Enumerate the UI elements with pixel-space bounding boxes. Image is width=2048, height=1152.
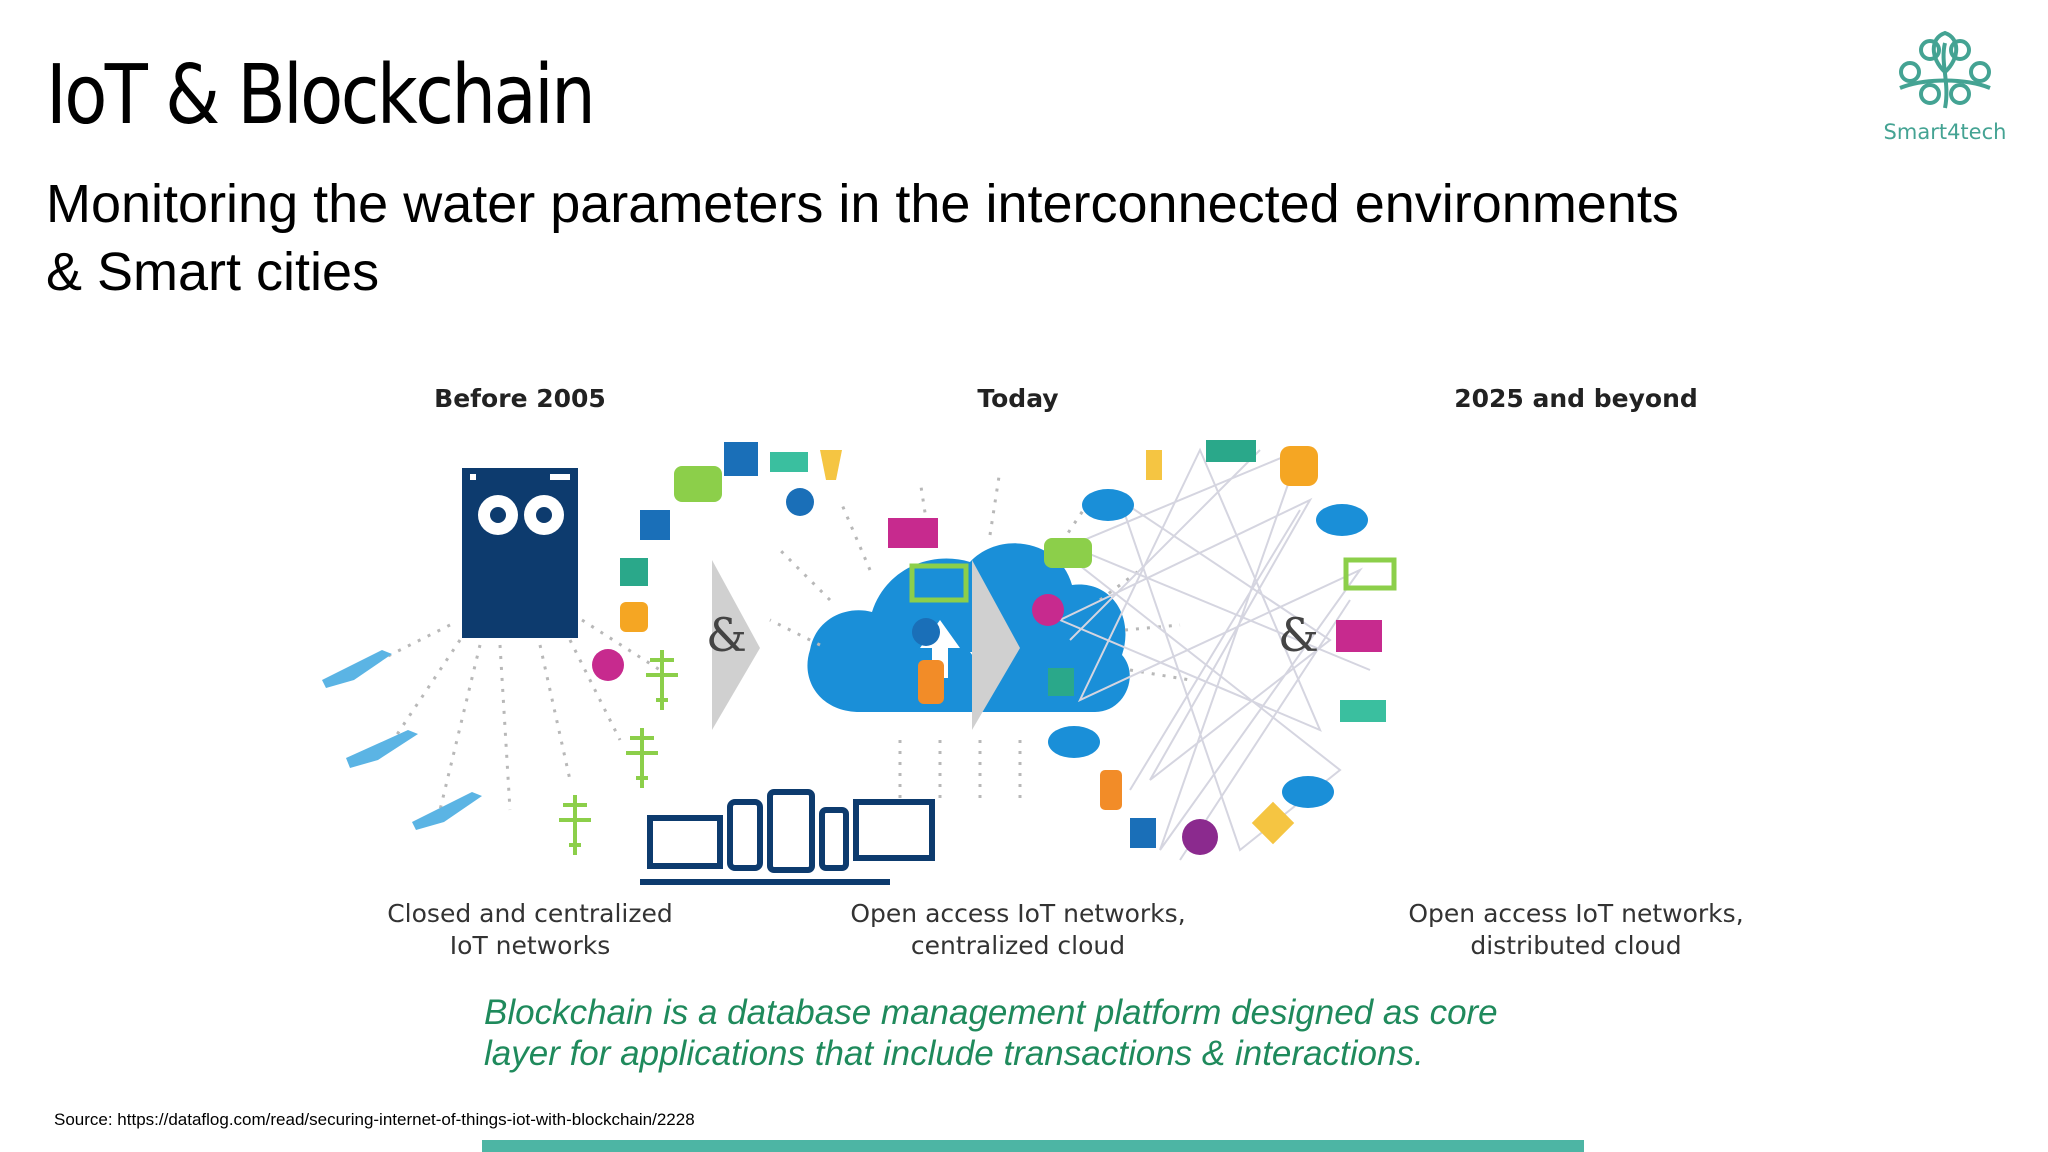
source-citation: Source: https://dataflog.com/read/securi… [54,1110,695,1129]
caption-line: IoT networks [449,931,611,960]
caption-before-2005: Closed and centralized IoT networks [320,898,740,962]
note-line-1: Blockchain is a database management plat… [484,993,1498,1032]
distributed-node-icons [1032,440,1397,855]
ampersand-2: & [1278,608,1319,662]
blockchain-note: Blockchain is a database management plat… [484,992,1784,1074]
caption-today: Open access IoT networks, centralized cl… [808,898,1228,962]
column-title-2025: 2025 and beyond [1454,384,1698,413]
logo-text: Smart4tech [1883,120,2007,144]
column-title-today: Today [977,384,1059,413]
computer-devices-icons [640,789,935,885]
power-tower-icons [559,650,678,855]
mesh-network [1057,447,1371,861]
caption-line: Open access IoT networks, [850,899,1186,928]
caption-line: centralized cloud [910,931,1126,960]
iot-evolution-diagram [322,440,1397,885]
subtitle-line-1: Monitoring the water parameters in the i… [46,174,1679,234]
note-line-2: layer for applications that include tran… [484,1034,1424,1073]
slide-subtitle: Monitoring the water parameters in the i… [46,170,1846,306]
subtitle-line-2: & Smart cities [46,242,380,302]
mainframe-icon [462,468,578,638]
column-title-before-2005: Before 2005 [434,384,606,413]
caption-line: Closed and centralized [387,899,673,928]
caption-line: distributed cloud [1470,931,1682,960]
caption-2025: Open access IoT networks, distributed cl… [1366,898,1786,962]
ampersand-1: & [706,608,747,662]
footer-accent-bar [482,1140,1584,1152]
caption-line: Open access IoT networks, [1408,899,1744,928]
device-icons [592,442,969,704]
slide-title: IoT & Blockchain [46,48,596,143]
airplane-icons [322,650,482,830]
smart4tech-logo-icon [1899,30,1991,109]
